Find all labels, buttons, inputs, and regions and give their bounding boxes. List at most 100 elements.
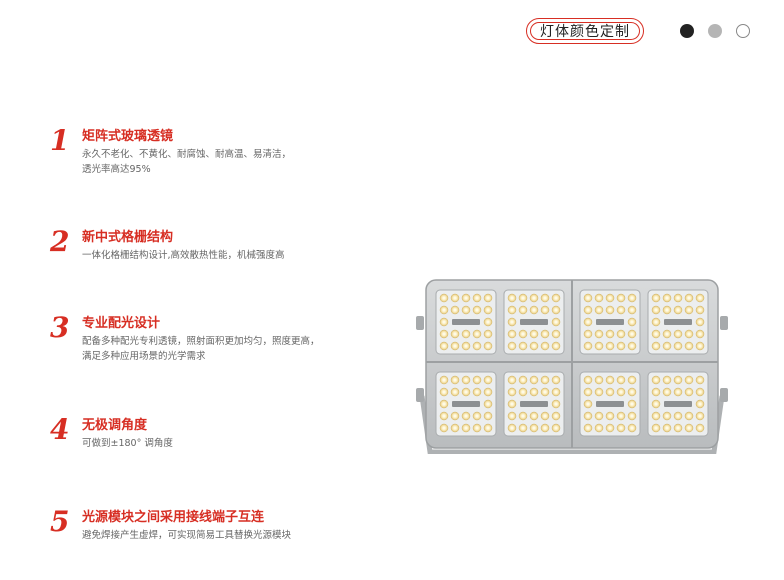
led-chip — [673, 341, 683, 351]
led-chip — [627, 375, 637, 385]
led-chip — [594, 387, 604, 397]
led-chip — [507, 423, 517, 433]
led-chip — [518, 329, 528, 339]
led-chip — [529, 341, 539, 351]
led-chip — [540, 329, 550, 339]
led-chip — [605, 387, 615, 397]
led-chip — [483, 411, 493, 421]
led-chip — [483, 423, 493, 433]
led-chip — [684, 387, 694, 397]
led-chip — [662, 423, 672, 433]
led-chip — [616, 305, 626, 315]
led-chip — [483, 305, 493, 315]
led-chip — [684, 293, 694, 303]
feature-title: 无极调角度 — [82, 418, 148, 433]
led-chip — [507, 375, 517, 385]
led-chip — [616, 423, 626, 433]
led-chip — [507, 399, 517, 409]
led-chip — [518, 341, 528, 351]
led-chip — [651, 293, 661, 303]
feature-description: 一体化格栅结构设计,高效散热性能，机械强度高 — [82, 250, 285, 261]
led-chip — [551, 293, 561, 303]
feature-number: 3 — [50, 311, 70, 344]
led-chip — [616, 387, 626, 397]
feature-title: 矩阵式玻璃透镜 — [82, 129, 174, 144]
led-chip — [551, 423, 561, 433]
led-chip — [662, 305, 672, 315]
module-plate — [596, 401, 624, 407]
led-chip — [439, 317, 449, 327]
led-chip — [507, 411, 517, 421]
led-chip — [472, 305, 482, 315]
body-color-customize-badge: 灯体颜色定制 — [526, 18, 644, 44]
led-chip — [540, 387, 550, 397]
led-chip — [529, 411, 539, 421]
led-chip — [594, 423, 604, 433]
led-chip — [583, 329, 593, 339]
led-chip — [651, 399, 661, 409]
led-chip — [583, 423, 593, 433]
led-chip — [616, 293, 626, 303]
led-chip — [583, 375, 593, 385]
led-chip — [583, 341, 593, 351]
led-chip — [472, 411, 482, 421]
led-chip — [439, 305, 449, 315]
led-chip — [439, 423, 449, 433]
led-chip — [529, 375, 539, 385]
led-chip — [551, 411, 561, 421]
led-chip — [662, 341, 672, 351]
led-chip — [551, 305, 561, 315]
led-chip — [483, 293, 493, 303]
led-chip — [662, 329, 672, 339]
led-chip — [540, 341, 550, 351]
led-chip — [439, 293, 449, 303]
led-chip — [627, 399, 637, 409]
led-chip — [695, 387, 705, 397]
led-chip — [627, 317, 637, 327]
feature-description: 可做到±180° 调角度 — [82, 438, 173, 449]
module-plate — [452, 401, 480, 407]
header: 灯体颜色定制 — [526, 18, 750, 44]
led-chip — [507, 387, 517, 397]
led-chip — [439, 375, 449, 385]
led-chip — [673, 423, 683, 433]
led-chip — [507, 305, 517, 315]
led-chip — [551, 387, 561, 397]
led-chip — [616, 329, 626, 339]
flood-light-icon — [416, 279, 728, 455]
led-chip — [627, 293, 637, 303]
feature-2: 2 新中式格栅结构 一体化格栅结构设计,高效散热性能，机械强度高 — [50, 227, 285, 263]
led-chip — [540, 293, 550, 303]
led-chip — [540, 411, 550, 421]
led-chip — [461, 329, 471, 339]
led-chip — [684, 305, 694, 315]
led-chip — [518, 387, 528, 397]
led-chip — [695, 341, 705, 351]
led-chip — [651, 423, 661, 433]
led-chip — [450, 293, 460, 303]
feature-4: 4 无极调角度 可做到±180° 调角度 — [50, 415, 173, 451]
module-plate — [596, 319, 624, 325]
led-chip — [583, 305, 593, 315]
led-chip — [651, 317, 661, 327]
led-chip — [594, 375, 604, 385]
led-chip — [627, 341, 637, 351]
led-chip — [450, 329, 460, 339]
led-chip — [439, 411, 449, 421]
feature-1: 1 矩阵式玻璃透镜 永久不老化、不黄化、耐腐蚀、耐高温、易清洁， 透光率高达95… — [50, 126, 291, 177]
module-plate — [452, 319, 480, 325]
color-swatch-gray[interactable] — [708, 24, 722, 38]
module-plate — [520, 401, 548, 407]
feature-title: 专业配光设计 — [82, 316, 161, 331]
led-chip — [483, 341, 493, 351]
led-chip — [518, 411, 528, 421]
color-swatch-white[interactable] — [736, 24, 750, 38]
led-chip — [695, 423, 705, 433]
module-plate — [664, 401, 692, 407]
stadium-flood-light-image — [416, 276, 728, 458]
color-swatch-black[interactable] — [680, 24, 694, 38]
led-chip — [684, 423, 694, 433]
led-chip — [551, 399, 561, 409]
led-chip — [651, 341, 661, 351]
led-chip — [450, 411, 460, 421]
